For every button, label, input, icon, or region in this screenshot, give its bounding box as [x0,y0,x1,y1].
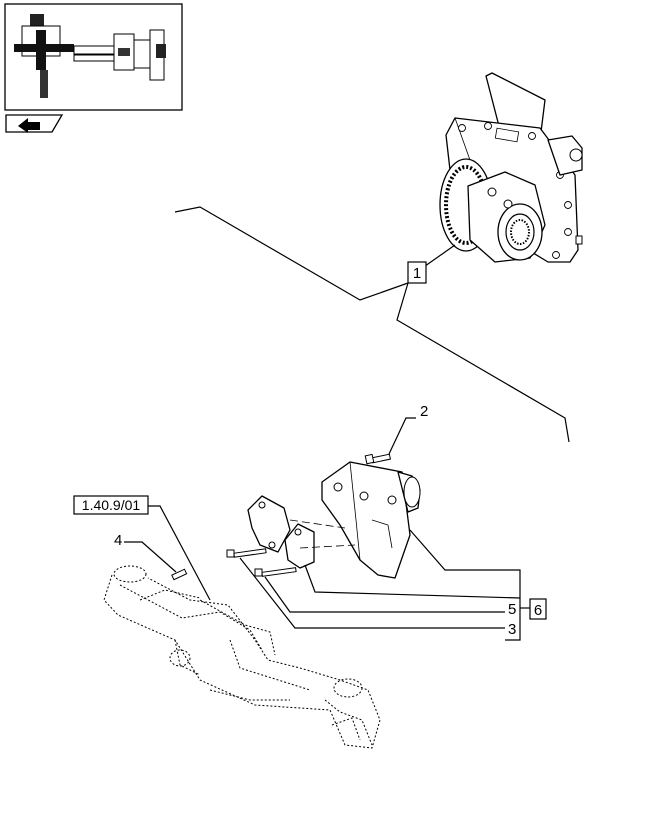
leader-line-1a [174,206,409,301]
callout-6: 6 [534,602,542,619]
leader-line-3 [239,557,505,629]
leader-line-4 [124,541,177,573]
callout-4: 4 [114,532,122,549]
callout-box-1[interactable]: 1 [407,261,427,284]
callout-3: 3 [508,621,516,638]
callout-2: 2 [420,403,428,420]
differential-housing-icon [439,72,583,263]
bolt-item-5 [254,567,297,577]
bolt-item-3 [226,548,267,558]
leader-line-1b [396,282,570,443]
callout-5: 5 [508,601,516,618]
leader-line-6 [409,529,521,641]
leader-line-5b [304,564,521,599]
book-arrow-icon[interactable] [5,114,64,133]
axle-overview-thumbnail[interactable] [4,3,183,111]
reference-label: 1.40.9/01 [82,497,141,513]
leader-line-5 [264,576,505,613]
bolt-item-2 [364,453,392,465]
reference-label-box[interactable]: 1.40.9/01 [73,495,149,515]
callout-1: 1 [413,265,421,282]
callout-box-6[interactable]: 6 [529,598,547,620]
leader-line-reference [148,505,211,601]
clamp-half-right-icon [284,523,315,569]
pin-item-4 [171,568,188,581]
axle-mount-bracket-icon [321,461,421,579]
clamp-half-left-icon [247,495,291,553]
front-axle-outline-icon [103,565,381,749]
leader-line-2 [388,417,416,455]
